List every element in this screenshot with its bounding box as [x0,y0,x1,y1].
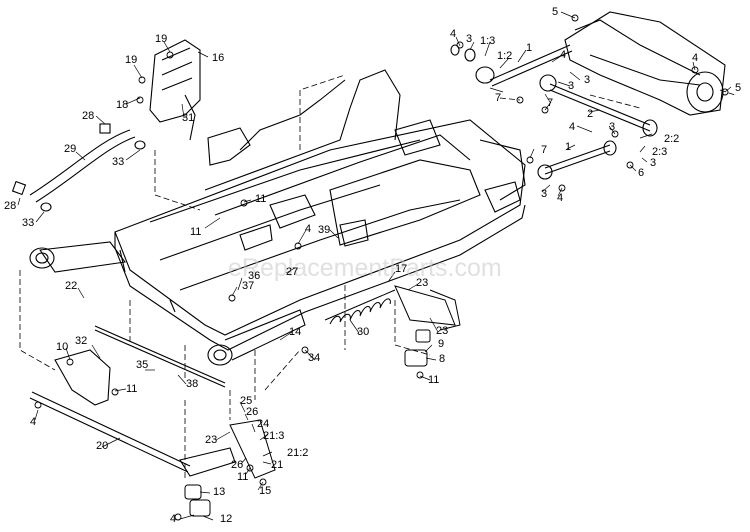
callout-16: 16 [212,52,225,64]
callout-4: 4 [569,121,576,133]
callout-31: 31 [182,112,195,124]
callout-19: 19 [155,33,168,45]
callout-4: 4 [450,28,457,40]
callout-25: 25 [240,395,253,407]
callout-21-2: 21:2 [287,447,309,459]
callout-23: 23 [205,434,218,446]
callout-3: 3 [466,33,473,45]
watermark: eReplacementParts.com [228,254,502,282]
front-crossbar [29,241,306,366]
callout-28: 28 [82,110,95,122]
assembly-guide-lines [19,74,736,480]
callout-1-2: 1:2 [497,50,513,62]
main-frame [114,69,526,351]
callout-4: 4 [692,52,699,64]
callout-1: 1 [565,141,572,153]
callout-5: 5 [735,82,742,94]
callout-2: 2 [587,108,594,120]
callout-4: 4 [557,192,564,204]
shafts [29,325,236,477]
callout-29: 29 [64,143,77,155]
callout-7: 7 [547,97,554,109]
callout-33: 33 [112,156,125,168]
callout-7: 7 [495,92,502,104]
callout-11: 11 [255,193,267,205]
callout-4: 4 [30,416,37,428]
callout-2-3: 2:3 [652,146,668,158]
fasteners [34,14,729,521]
callout-3: 3 [568,80,575,92]
callout-21-3: 21:3 [263,430,285,442]
callout-15: 15 [259,485,272,497]
callout-37: 37 [242,280,255,292]
callout-2-2: 2:2 [664,133,680,145]
leaf-spring [11,123,146,212]
callout-26: 26 [246,406,259,418]
callout-13: 13 [213,486,226,498]
callout-8: 8 [439,353,446,365]
rear-axle-assembly [450,11,726,180]
callout-1-3: 1:3 [480,35,496,47]
callout-19: 19 [125,54,138,66]
callout-17: 17 [395,263,408,275]
callout-36: 36 [248,270,261,282]
callout-11: 11 [126,383,138,395]
coil-spring [324,285,456,326]
callout-39: 39 [318,224,331,236]
callout-3: 3 [609,121,616,133]
callout-27: 27 [286,266,299,278]
callout-23: 23 [436,325,449,337]
callout-33: 33 [22,217,35,229]
callout-21: 21 [271,459,284,471]
callout-4: 4 [560,49,567,61]
callout-34: 34 [308,352,321,364]
callout-30: 30 [357,326,370,338]
callout-3: 3 [541,188,548,200]
callout-26: 26 [231,459,244,471]
callout-23: 23 [416,277,429,289]
callout-3: 3 [584,74,591,86]
lower-linkage [184,419,276,517]
callout-10: 10 [56,341,69,353]
callout-38: 38 [186,378,199,390]
callout-11: 11 [237,471,249,483]
callout-9: 9 [438,338,445,350]
callout-28: 28 [4,200,17,212]
callout-35: 35 [136,359,149,371]
callout-11: 11 [190,226,202,238]
callout-32: 32 [75,335,88,347]
callout-24: 24 [257,418,270,430]
callout-14: 14 [289,326,302,338]
callout-18: 18 [116,99,129,111]
callout-3: 3 [650,157,657,169]
callout-6: 6 [638,167,645,179]
lever-assembly [404,289,461,367]
callout-4: 4 [305,223,312,235]
callout-20: 20 [96,440,109,452]
callout-4: 4 [170,513,177,525]
leader-lines [17,11,732,521]
callout-22: 22 [65,280,78,292]
callout-12: 12 [220,513,233,525]
callout-7: 7 [541,144,548,156]
callout-1: 1 [526,42,533,54]
hinge-bracket [149,39,201,141]
callout-11: 11 [428,374,440,386]
callout-5: 5 [552,6,559,18]
